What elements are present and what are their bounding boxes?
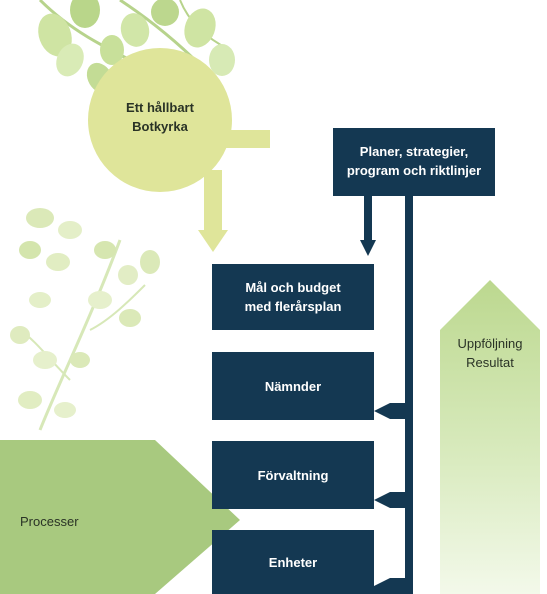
forvaltning-box <box>212 441 374 509</box>
namnder-box <box>212 352 374 420</box>
mal-label: Mål och budget med flerårsplan <box>244 280 342 314</box>
namnder-label: Nämnder <box>264 379 322 394</box>
plant-decoration <box>10 208 160 431</box>
enheter-box <box>212 530 374 594</box>
sun-label: Ett hållbart Botkyrka <box>126 100 194 134</box>
leaves-top-decoration <box>38 0 235 94</box>
planer-box <box>333 128 495 196</box>
connector-lines <box>360 195 413 594</box>
mal-box <box>212 264 374 330</box>
forvaltning-label: Förvaltning <box>257 468 329 483</box>
uppfoljning-arrow <box>440 280 540 594</box>
planer-label: Planer, strategier, program och riktlinj… <box>346 144 482 178</box>
sun-shape <box>88 48 270 252</box>
uppfoljning-label: Uppföljning Resultat <box>457 336 523 370</box>
processer-label: Processer <box>20 514 79 529</box>
enheter-label: Enheter <box>268 555 318 570</box>
processer-arrow <box>0 440 240 594</box>
